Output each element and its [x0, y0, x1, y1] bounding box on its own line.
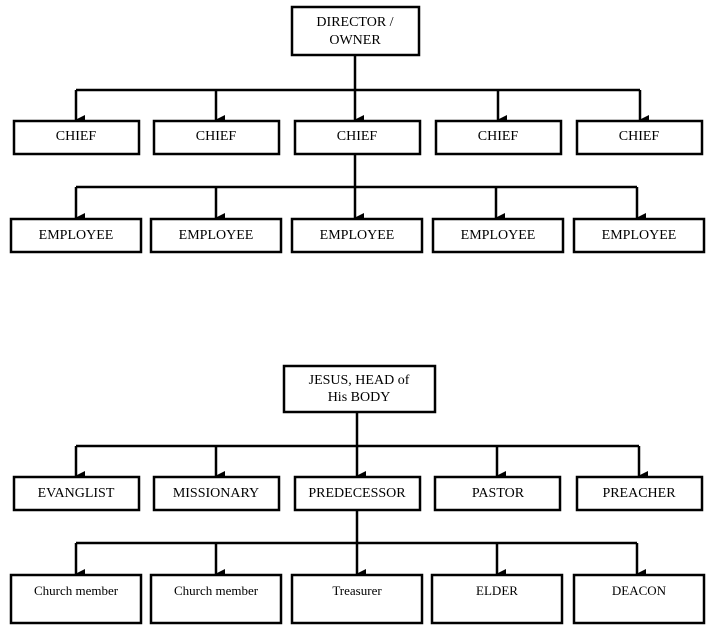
- chart2-level3-node: Church member: [149, 573, 283, 625]
- chart1-chief-5: CHIEF: [619, 129, 660, 144]
- chart2-root-line2: His BODY: [328, 390, 391, 405]
- chart2-pastor: PASTOR: [472, 486, 525, 501]
- chart1-root-node: DIRECTOR / OWNER: [290, 5, 421, 57]
- chart1-level3-node: EMPLOYEE: [149, 217, 283, 254]
- chart1-employee-5: EMPLOYEE: [602, 228, 677, 243]
- chart2-missionary: MISSIONARY: [173, 486, 259, 501]
- chart2-level3-node: DEACON: [572, 573, 706, 625]
- chart1-root-line1: DIRECTOR /: [316, 15, 393, 30]
- chart2-church-member-2: Church member: [174, 583, 259, 598]
- chart1-level2-node: CHIEF: [434, 119, 563, 156]
- chart2-level3-node: Church member: [9, 573, 143, 625]
- chart2-predecessor: PREDECESSOR: [308, 486, 406, 501]
- chart2-level3-node: Treasurer: [290, 573, 424, 625]
- chart2-evanglist: EVANGLIST: [38, 486, 115, 501]
- chart2-root-node: JESUS, HEAD of His BODY: [282, 364, 437, 414]
- chart1-chief-3: CHIEF: [337, 129, 378, 144]
- chart1-employee-1: EMPLOYEE: [39, 228, 114, 243]
- org-chart-business: DIRECTOR / OWNER CHIEF CHIEF CHIEF CHIEF…: [9, 5, 706, 254]
- chart1-level2-node: CHIEF: [293, 119, 422, 156]
- chart2-level2-node: PASTOR: [433, 475, 562, 512]
- chart2-preacher: PREACHER: [602, 486, 676, 501]
- chart2-level3-node: ELDER: [430, 573, 564, 625]
- chart2-level2-node: MISSIONARY: [152, 475, 281, 512]
- chart2-treasurer: Treasurer: [332, 583, 382, 598]
- chart1-employee-2: EMPLOYEE: [179, 228, 254, 243]
- chart1-level2-node: CHIEF: [12, 119, 141, 156]
- chart1-level3-node: EMPLOYEE: [431, 217, 565, 254]
- chart1-chief-4: CHIEF: [478, 129, 519, 144]
- chart2-level2-node: PREACHER: [575, 475, 704, 512]
- org-chart-church: JESUS, HEAD of His BODY EVANGLIST MISSIO…: [9, 364, 706, 625]
- chart1-employee-4: EMPLOYEE: [461, 228, 536, 243]
- chart2-elder: ELDER: [476, 583, 518, 598]
- chart2-deacon: DEACON: [612, 583, 667, 598]
- chart2-connectors: [74, 412, 648, 579]
- chart1-connectors: [74, 55, 649, 223]
- chart1-level3-node: EMPLOYEE: [572, 217, 706, 254]
- chart1-employee-3: EMPLOYEE: [320, 228, 395, 243]
- chart1-root-line2: OWNER: [329, 33, 381, 48]
- chart1-level3-node: EMPLOYEE: [9, 217, 143, 254]
- chart2-level2-node: EVANGLIST: [12, 475, 141, 512]
- chart1-level2-node: CHIEF: [152, 119, 281, 156]
- chart1-level2-node: CHIEF: [575, 119, 704, 156]
- chart2-church-member-1: Church member: [34, 583, 119, 598]
- chart2-root-line1: JESUS, HEAD of: [309, 373, 410, 388]
- chart1-chief-2: CHIEF: [196, 129, 237, 144]
- chart2-level2-node: PREDECESSOR: [293, 475, 422, 512]
- chart1-level3-node: EMPLOYEE: [290, 217, 424, 254]
- chart1-chief-1: CHIEF: [56, 129, 97, 144]
